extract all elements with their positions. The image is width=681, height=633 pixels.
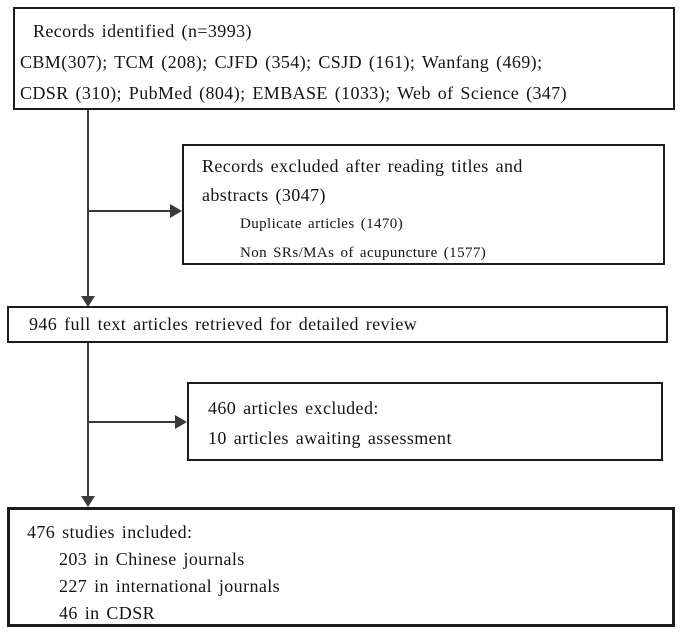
excluded-screening-reason-duplicates: Duplicate articles (1470) bbox=[240, 216, 404, 232]
excluded-fulltext-line-1: 460 articles excluded: bbox=[208, 398, 379, 418]
connector-to-fulltext-exclusions bbox=[87, 421, 175, 423]
records-identified-sources-1: CBM(307); TCM (208); CJFD (354); CSJD (1… bbox=[20, 52, 543, 72]
connector-fulltext-to-included bbox=[87, 343, 89, 497]
excluded-screening-line-1: Records excluded after reading titles an… bbox=[202, 156, 523, 176]
included-chinese-journals: 203 in Chinese journals bbox=[59, 549, 245, 569]
included-international-journals: 227 in international journals bbox=[59, 576, 281, 596]
studies-included-title: 476 studies included: bbox=[27, 522, 193, 542]
excluded-screening-line-2: abstracts (3047) bbox=[202, 185, 326, 205]
excluded-screening-reason-non-sr: Non SRs/MAs of acupuncture (1577) bbox=[240, 245, 487, 261]
connector-to-screening-exclusions bbox=[87, 210, 171, 212]
records-identified-sources-2: CDSR (310); PubMed (804); EMBASE (1033);… bbox=[20, 83, 568, 103]
arrowhead-right-icon bbox=[175, 415, 187, 429]
excluded-screening-box: Records excluded after reading titles an… bbox=[182, 144, 665, 265]
studies-included-box: 476 studies included: 203 in Chinese jou… bbox=[7, 507, 675, 627]
arrowhead-right-icon bbox=[170, 204, 182, 218]
included-cdsr: 46 in CDSR bbox=[59, 603, 156, 623]
excluded-fulltext-box: 460 articles excluded: 10 articles await… bbox=[187, 382, 663, 461]
fulltext-retrieved-box: 946 full text articles retrieved for det… bbox=[7, 306, 668, 343]
excluded-fulltext-line-2: 10 articles awaiting assessment bbox=[208, 428, 452, 448]
fulltext-retrieved-text: 946 full text articles retrieved for det… bbox=[29, 314, 418, 334]
records-identified-title: Records identified (n=3993) bbox=[33, 21, 252, 41]
records-identified-box: Records identified (n=3993) CBM(307); TC… bbox=[13, 7, 675, 110]
arrowhead-down-icon bbox=[81, 296, 95, 307]
arrowhead-down-icon bbox=[81, 496, 95, 507]
connector-identified-to-fulltext bbox=[87, 110, 89, 298]
